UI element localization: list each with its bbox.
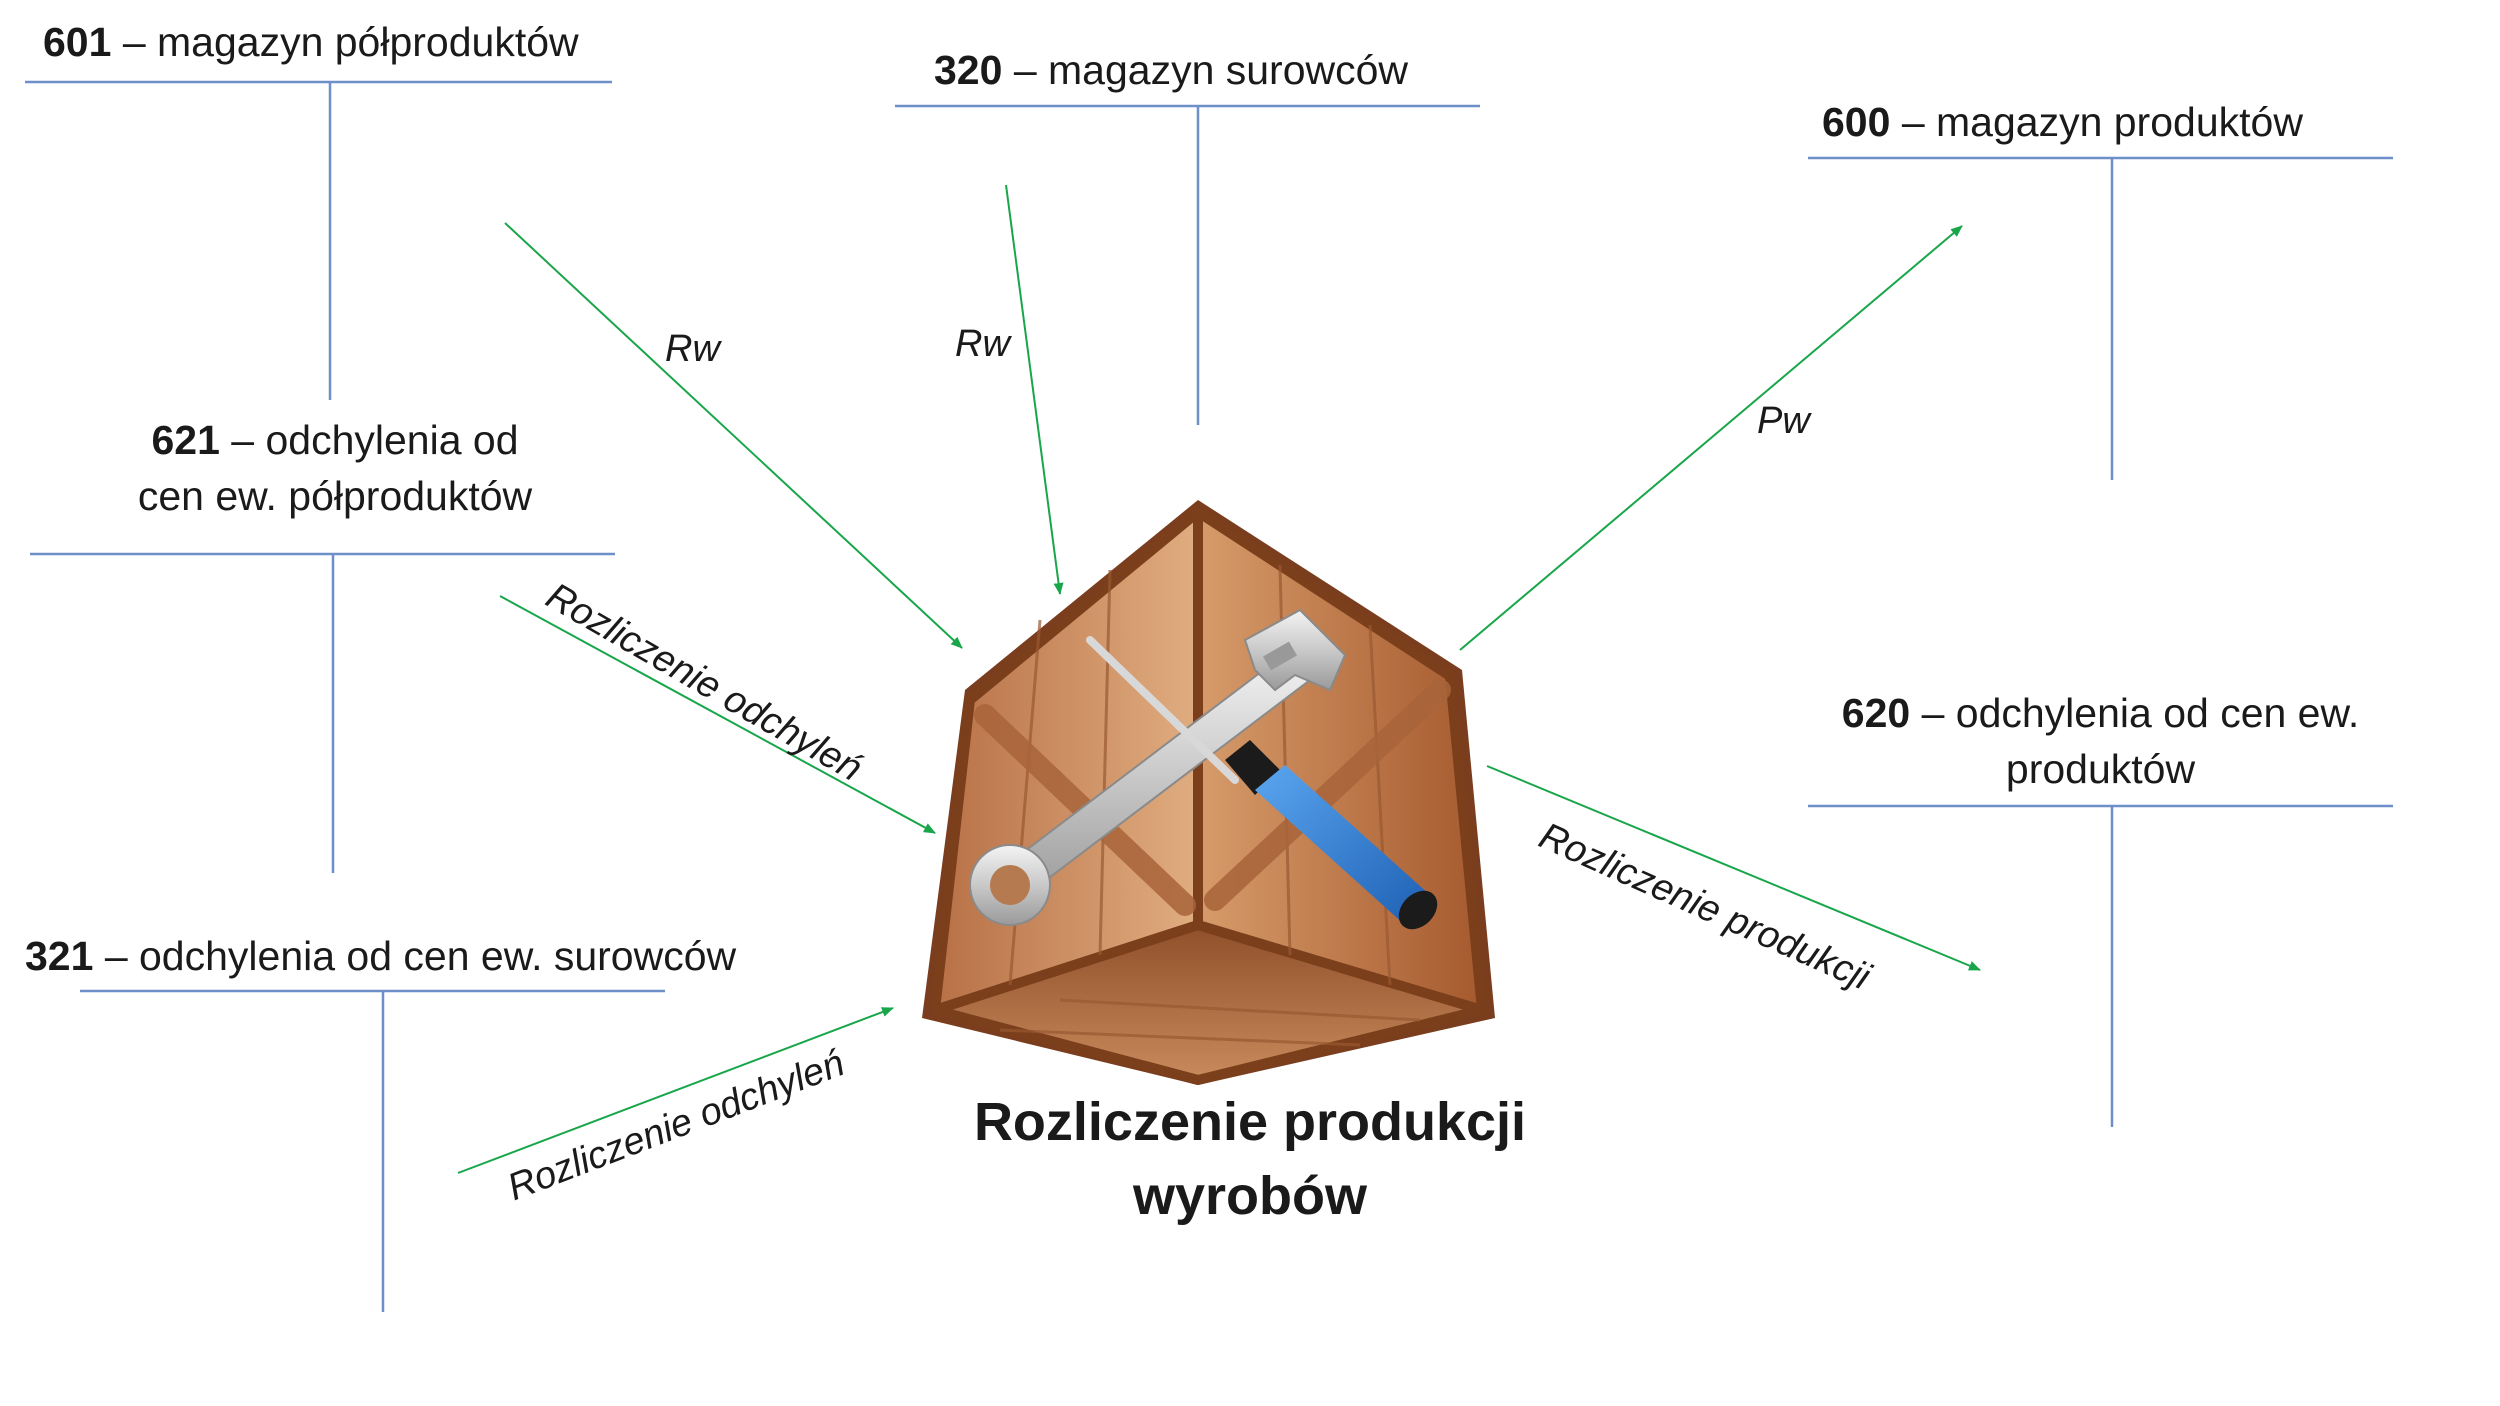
account-620-number: 620 xyxy=(1841,690,1911,736)
arrow-pw-600 xyxy=(1459,225,1963,651)
account-601-label: 601 – magazyn półproduktów xyxy=(43,14,579,70)
account-601-name: – magazyn półproduktów xyxy=(111,19,579,65)
arrow-rozl-620 xyxy=(1486,765,1981,971)
wrench-icon xyxy=(969,608,1347,926)
account-620-label: 620 – odchylenia od cen ew. produktów xyxy=(1808,685,2393,797)
account-621-name-line1: – odchylenia od xyxy=(219,417,519,463)
t-account-601 xyxy=(25,80,612,400)
arrow-rw-601 xyxy=(504,222,963,649)
flow-label-rw-601: Rw xyxy=(665,328,720,370)
arrow-rozl-621 xyxy=(499,595,936,834)
t-account-321 xyxy=(80,989,665,1312)
account-320-label: 320 – magazyn surowców xyxy=(934,42,1408,98)
t-account-320 xyxy=(895,104,1480,425)
center-title-line2: wyrobów xyxy=(1132,1166,1367,1226)
arrow-rozl-321 xyxy=(457,1007,894,1174)
account-320-name: – magazyn surowców xyxy=(1002,47,1409,93)
arrow-rw-320 xyxy=(1005,184,1064,595)
account-321-name: – odchylenia od cen ew. surowców xyxy=(93,933,737,979)
t-account-621 xyxy=(30,552,615,873)
account-320-number: 320 xyxy=(934,47,1003,93)
account-621-number: 621 xyxy=(151,417,220,463)
center-title-line1: Rozliczenie produkcji xyxy=(973,1092,1527,1152)
account-621-name-line2: cen ew. półproduktów xyxy=(137,473,533,519)
flow-label-pw-600: Pw xyxy=(1757,400,1810,442)
account-600-label: 600 – magazyn produktów xyxy=(1822,94,2303,150)
account-600-number: 600 xyxy=(1822,99,1891,145)
account-620-name-line1: – odchylenia od cen ew. xyxy=(1910,690,2360,736)
account-601-number: 601 xyxy=(43,19,112,65)
account-620-name-line2: produktów xyxy=(2005,746,2196,792)
flow-label-rw-320: Rw xyxy=(955,323,1010,365)
t-account-620 xyxy=(1808,804,2393,1127)
center-title: Rozliczenie produkcji wyrobów xyxy=(940,1085,1560,1233)
account-621-label: 621 – odchylenia od cen ew. półproduktów xyxy=(60,412,610,524)
t-account-600 xyxy=(1808,156,2393,480)
account-321-number: 321 xyxy=(25,933,94,979)
account-600-name: – magazyn produktów xyxy=(1890,99,2303,145)
screwdriver-icon xyxy=(1086,636,1438,930)
crate-illustration xyxy=(922,500,1495,1085)
account-321-label: 321 – odchylenia od cen ew. surowców xyxy=(25,928,736,984)
